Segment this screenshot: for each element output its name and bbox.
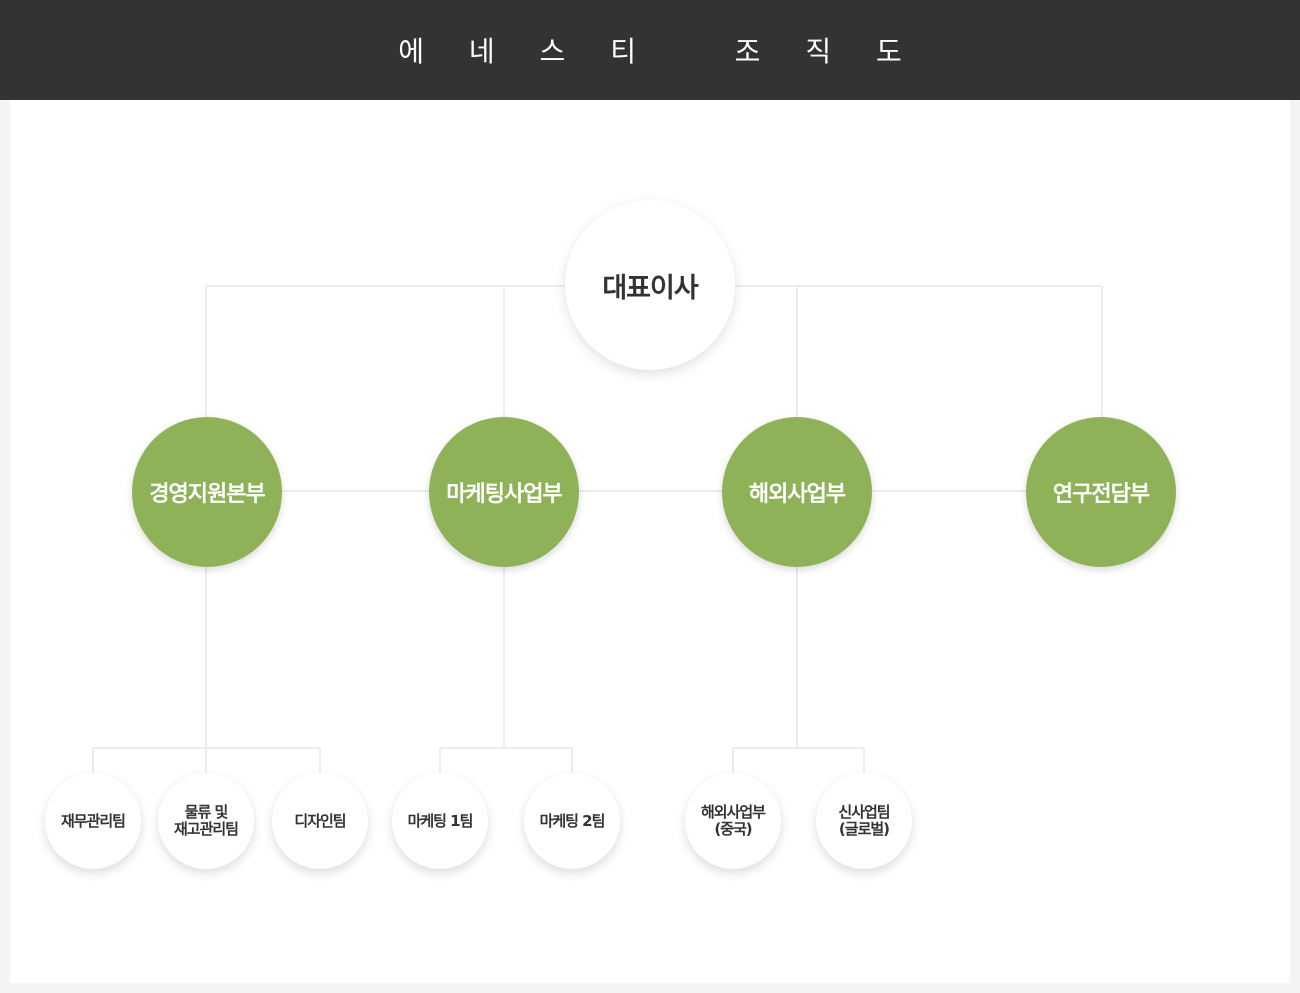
team-node-marketing-1: 마케팅 1팀 bbox=[392, 773, 488, 869]
page-header: 에 네 스 티 조 직 도 bbox=[0, 0, 1300, 100]
team-label: 신사업팀 (글로벌) bbox=[838, 803, 890, 838]
team-label: 재무관리팀 bbox=[60, 811, 126, 830]
dept-node-management-support: 경영지원본부 bbox=[132, 417, 282, 567]
dept-node-marketing: 마케팅사업부 bbox=[429, 417, 579, 567]
dept-node-overseas: 해외사업부 bbox=[722, 417, 872, 567]
dept-node-research: 연구전담부 bbox=[1026, 417, 1176, 567]
team-node-logistics: 물류 및 재고관리팀 bbox=[158, 773, 254, 869]
team-node-new-business: 신사업팀 (글로벌) bbox=[816, 773, 912, 869]
team-label: 마케팅 2팀 bbox=[539, 811, 606, 830]
ceo-label: 대표이사 bbox=[602, 272, 698, 304]
team-label: 물류 및 재고관리팀 bbox=[173, 803, 239, 838]
page-title: 에 네 스 티 조 직 도 bbox=[398, 35, 920, 68]
team-node-finance: 재무관리팀 bbox=[45, 773, 141, 869]
dept-label: 연구전담부 bbox=[1052, 482, 1150, 507]
dept-label: 해외사업부 bbox=[748, 482, 846, 507]
team-label: 마케팅 1팀 bbox=[407, 811, 474, 830]
team-node-marketing-2: 마케팅 2팀 bbox=[524, 773, 620, 869]
team-node-design: 디자인팀 bbox=[272, 773, 368, 869]
dept-label: 마케팅사업부 bbox=[446, 482, 562, 507]
team-node-overseas-china: 해외사업부 (중국) bbox=[685, 773, 781, 869]
team-label: 해외사업부 (중국) bbox=[700, 803, 766, 838]
ceo-node: 대표이사 bbox=[565, 200, 735, 370]
team-label: 디자인팀 bbox=[294, 811, 346, 830]
dept-label: 경영지원본부 bbox=[149, 482, 265, 507]
